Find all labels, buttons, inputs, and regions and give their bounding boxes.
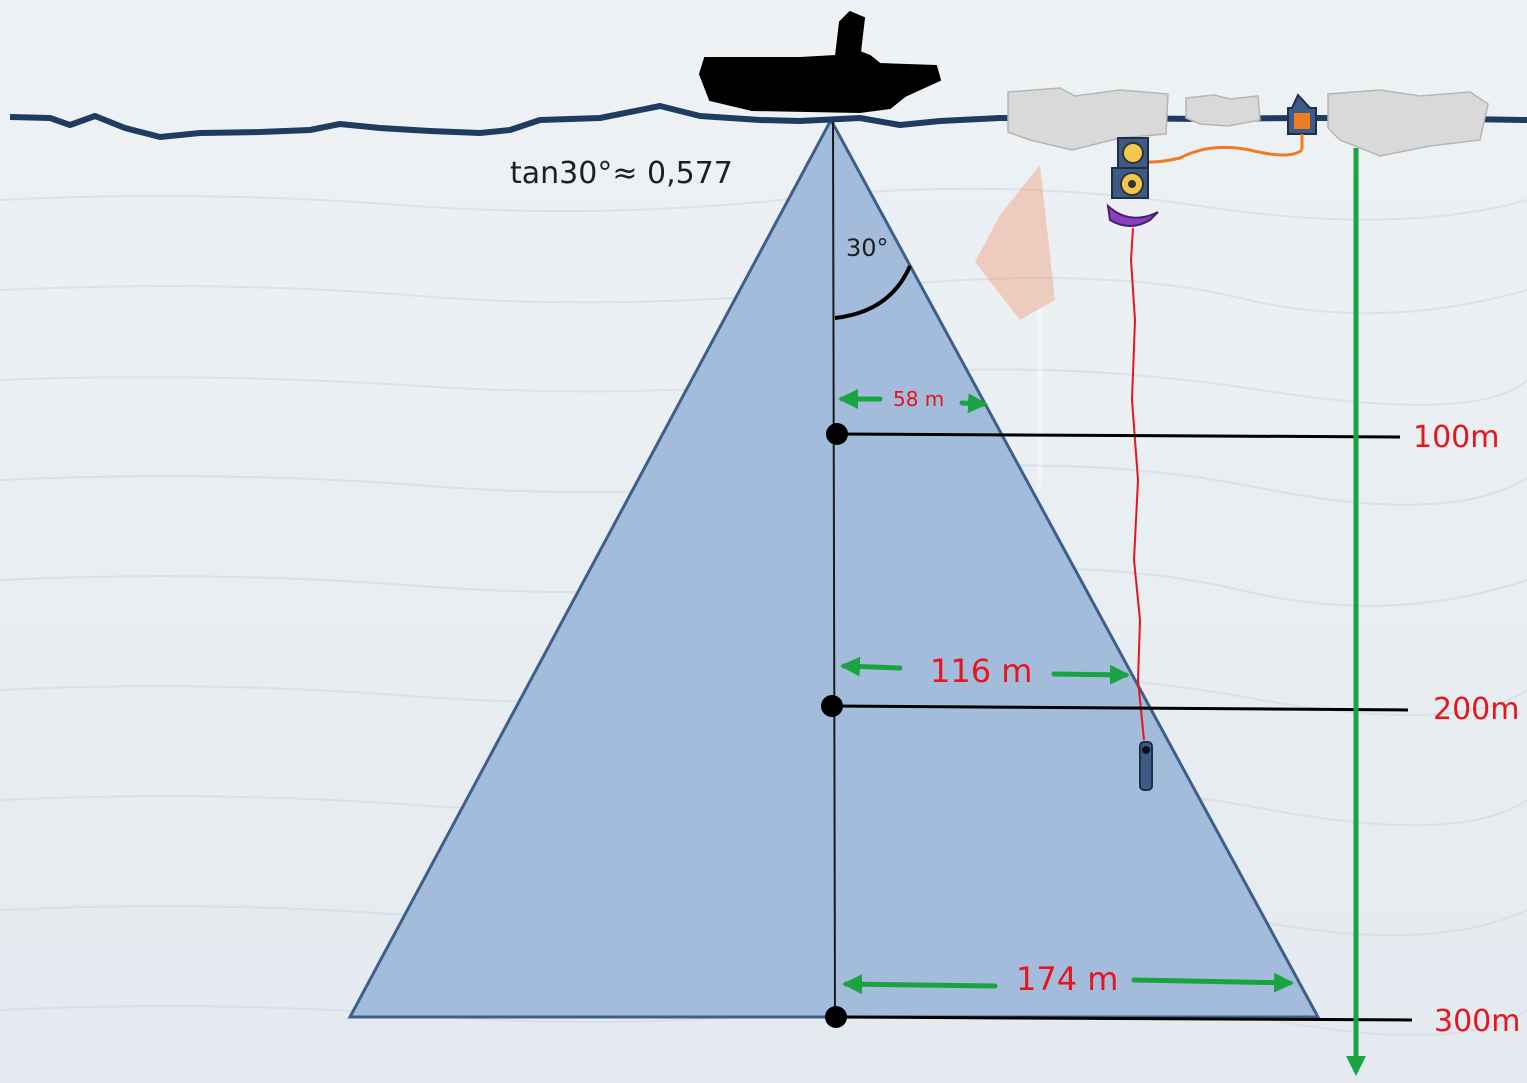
depth-line-100 [836, 432, 1401, 439]
angle-label: 30° [846, 234, 889, 262]
depth-dot-100 [826, 423, 848, 445]
flag-icon [975, 165, 1055, 490]
width-label-174: 174 m [1016, 960, 1119, 998]
depth-dot-300 [825, 1006, 847, 1028]
width-arrow-174-right [1131, 972, 1294, 993]
width-arrow-174-left [842, 974, 998, 995]
winch-icon [1106, 137, 1159, 227]
width-label-116: 116 m [930, 652, 1033, 690]
depth-line-200 [832, 704, 1409, 712]
width-arrow-58-right [959, 393, 988, 414]
width-label-58: 58 m [893, 387, 945, 411]
width-arrow-116-left [840, 656, 903, 677]
ice-floe-icon [1007, 87, 1489, 157]
ship-icon [698, 10, 942, 114]
cable-line [1129, 227, 1145, 741]
vertical-axis-line [832, 119, 836, 1018]
depth-label-200: 200m [1433, 692, 1520, 727]
depth-label-300: 300m [1434, 1004, 1521, 1039]
tether-line [1129, 145, 1303, 164]
depth-label-100: 100m [1413, 420, 1500, 455]
buoy-icon [1287, 93, 1317, 150]
width-arrow-116-right [1051, 664, 1130, 685]
depth-line-300 [835, 1015, 1413, 1022]
angle-arc [834, 265, 912, 320]
depth-dot-200 [821, 695, 843, 717]
tangent-formula: tan30°≈ 0,577 [510, 156, 733, 191]
sensor-icon [1139, 741, 1153, 791]
